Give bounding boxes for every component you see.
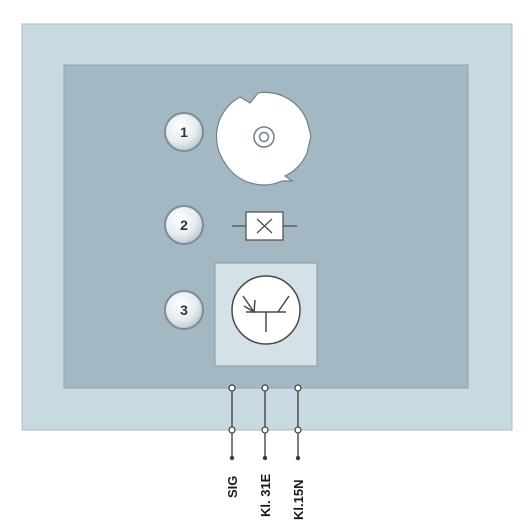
pin-kl31e-top (261, 384, 269, 392)
callout-2-number: 2 (180, 217, 188, 233)
pin-label-kl31e: Kl. 31E (258, 473, 273, 517)
callout-1: 1 (164, 112, 204, 152)
pin-sig-top (228, 384, 236, 392)
pin-kl31e-bottom (261, 426, 269, 434)
pin-kl15n-bottom (294, 426, 302, 434)
connector (231, 388, 299, 458)
pin-label-sig: SIG (225, 476, 240, 498)
trigger-wheel-hub-inner (258, 131, 270, 143)
callout-3-badge (164, 290, 204, 330)
callout-2: 2 (164, 205, 204, 245)
transistor-icon (231, 275, 301, 345)
callout-3-number: 3 (180, 302, 188, 318)
pin-sig-bottom (228, 426, 236, 434)
callout-1-number: 1 (180, 124, 188, 140)
callout-1-badge (164, 112, 204, 152)
pin-kl15n-top (294, 384, 302, 392)
callout-2-badge (164, 205, 204, 245)
sensing-element (232, 211, 297, 241)
callout-3: 3 (164, 290, 204, 330)
pin-label-kl15n: Kl.15N (291, 480, 306, 520)
transistor-circuit (214, 262, 318, 367)
trigger-wheel (215, 91, 312, 186)
